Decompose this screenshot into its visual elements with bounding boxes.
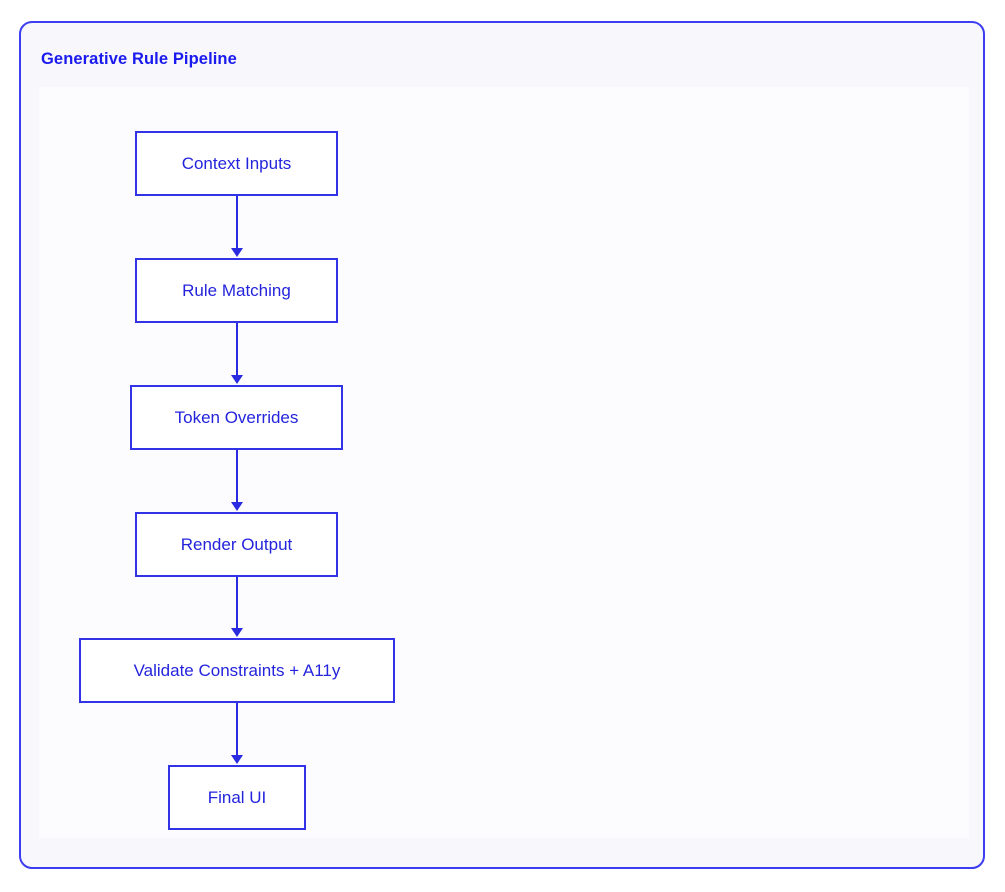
node-validate-constraints[interactable]: Validate Constraints + A11y [79, 638, 395, 703]
edge-validate-constraints-to-final-ui [236, 703, 238, 756]
node-render-output[interactable]: Render Output [135, 512, 338, 577]
arrowhead-icon [231, 502, 243, 511]
edge-context-inputs-to-rule-matching [236, 196, 238, 249]
node-token-overrides[interactable]: Token Overrides [130, 385, 343, 450]
node-label: Context Inputs [181, 153, 292, 173]
node-label: Validate Constraints + A11y [133, 660, 341, 680]
node-rule-matching[interactable]: Rule Matching [135, 258, 338, 323]
edge-rule-matching-to-token-overrides [236, 323, 238, 376]
node-label: Final UI [207, 787, 267, 807]
page-title: Generative Rule Pipeline [41, 50, 237, 68]
arrowhead-icon [231, 248, 243, 257]
arrowhead-icon [231, 375, 243, 384]
node-final-ui[interactable]: Final UI [168, 765, 306, 830]
arrowhead-icon [231, 628, 243, 637]
arrowhead-icon [231, 755, 243, 764]
node-label: Render Output [180, 534, 293, 554]
edge-render-output-to-validate-constraints [236, 577, 238, 629]
node-context-inputs[interactable]: Context Inputs [135, 131, 338, 196]
node-label: Rule Matching [182, 280, 291, 300]
node-label: Token Overrides [174, 407, 299, 427]
edge-token-overrides-to-render-output [236, 450, 238, 503]
